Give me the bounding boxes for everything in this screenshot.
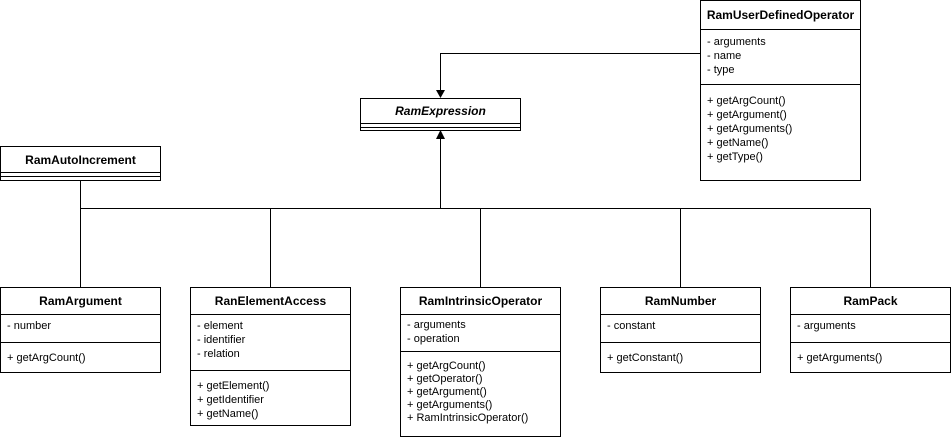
method: + RamIntrinsicOperator() — [407, 412, 529, 424]
method: + getArguments() — [707, 123, 793, 135]
attributes: - arguments - name - type — [701, 30, 860, 85]
class-rampack[interactable]: RamPack - arguments + getArguments() — [790, 287, 951, 373]
method: + getArgCount() — [707, 95, 786, 107]
method: + getIdentifier — [197, 394, 264, 406]
class-ramnumber[interactable]: RamNumber - constant + getConstant() — [600, 287, 761, 373]
methods: + getArgCount() — [1, 343, 160, 369]
methods: + getConstant() — [601, 343, 760, 369]
method: + getConstant() — [607, 352, 684, 364]
method: + getArgCount() — [407, 360, 486, 372]
method: + getElement() — [197, 380, 270, 392]
class-name: RanElementAccess — [191, 288, 350, 315]
method: + getArgument() — [407, 386, 487, 398]
method: + getOperator() — [407, 373, 483, 385]
class-name: RamArgument — [1, 288, 160, 315]
class-ramintrinsicoperator[interactable]: RamIntrinsicOperator - arguments - opera… — [400, 287, 561, 437]
class-name: RamPack — [791, 288, 950, 315]
method: + getArgument() — [707, 109, 787, 121]
method: + getArguments() — [797, 352, 883, 364]
method: + getArgCount() — [7, 352, 86, 364]
udo-association-line — [440, 53, 701, 92]
class-name: RamAutoIncrement — [1, 147, 160, 173]
methods: + getArgCount() + getArgument() + getArg… — [701, 85, 860, 168]
methods: + getElement() + getIdentifier + getName… — [191, 371, 350, 425]
method: + getName() — [197, 408, 259, 420]
attribute: - arguments — [797, 320, 856, 332]
method: + getName() — [707, 137, 769, 149]
attribute: - relation — [197, 348, 240, 360]
attribute: - operation — [407, 333, 460, 345]
method: + getArguments() — [407, 399, 493, 411]
attributes: - arguments — [791, 315, 950, 343]
class-name: RamUserDefinedOperator — [701, 1, 860, 30]
arrowhead-icon — [436, 130, 445, 139]
divider — [1, 173, 160, 177]
class-name: RamNumber — [601, 288, 760, 315]
class-ramargument[interactable]: RamArgument - number + getArgCount() — [0, 287, 161, 373]
class-ramuserdefinedoperator[interactable]: RamUserDefinedOperator - arguments - nam… — [700, 0, 861, 181]
class-ranelementaccess[interactable]: RanElementAccess - element - identifier … — [190, 287, 351, 426]
attributes: - number — [1, 315, 160, 343]
divider — [361, 124, 520, 128]
attributes: - element - identifier - relation — [191, 315, 350, 371]
methods: + getArgCount() + getOperator() + getArg… — [401, 352, 560, 429]
arrowhead-icon — [436, 90, 445, 98]
attribute: - arguments — [407, 319, 466, 331]
attribute: - name — [707, 50, 742, 62]
methods: + getArguments() — [791, 343, 950, 369]
class-name: RamIntrinsicOperator — [401, 288, 560, 315]
attributes: - constant — [601, 315, 760, 343]
class-ramautoincrement[interactable]: RamAutoIncrement — [0, 146, 161, 181]
attributes: - arguments - operation — [401, 315, 560, 352]
attribute: - identifier — [197, 334, 246, 346]
class-ramexpression[interactable]: RamExpression — [360, 98, 521, 131]
method: + getType() — [707, 151, 763, 163]
attribute: - element — [197, 320, 243, 332]
attribute: - arguments — [707, 36, 766, 48]
class-name: RamExpression — [361, 99, 520, 124]
attribute: - number — [7, 320, 52, 332]
attribute: - constant — [607, 320, 656, 332]
attribute: - type — [707, 64, 735, 76]
